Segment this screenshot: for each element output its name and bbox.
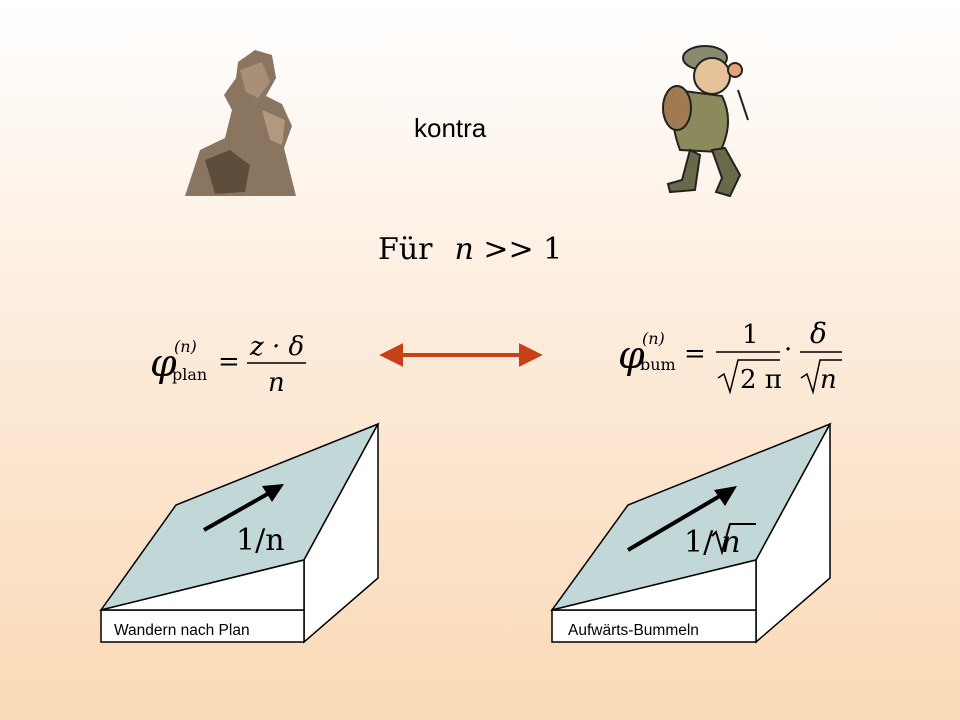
formula-bum-frac2-numerator: δ [810, 317, 827, 350]
formula-plan-symbol: φ [150, 341, 177, 385]
condition-relation: >> 1 [483, 232, 563, 267]
block-plan-slope-arrow [203, 486, 279, 532]
formula-plan-superscript: (n) [174, 337, 197, 356]
block-plan-front-wedge [100, 559, 305, 611]
condition-prefix: Für [378, 232, 433, 267]
hiker-cartoon-image [662, 45, 749, 198]
formula-plan-equals: = [218, 347, 240, 377]
formula-plan-denominator: n [268, 368, 285, 398]
block-bum-slope-arrowhead [714, 486, 737, 506]
formula-bum-frac1-numerator: 1 [742, 320, 759, 350]
formula-plan-numerator: z · δ [249, 332, 304, 362]
block-bum-slope-label: 1/n [684, 525, 741, 560]
block-plan-slope-arrowhead [262, 484, 284, 502]
formula-bum-frac2-denominator: n [820, 365, 837, 395]
formula-bum-subscript: bum [640, 355, 676, 374]
formula-bum-equals: = [684, 339, 706, 369]
block-plan-slope-label: 1/n [236, 523, 285, 558]
formula-bum-superscript: (n) [642, 329, 665, 348]
title-kontra: kontra [414, 113, 487, 143]
formula-bum: φ (n) bum = 1 2 π · δ n [618, 317, 842, 395]
formula-plan-subscript: plan [172, 365, 207, 384]
formula-bum-frac1-denominator: 2 π [740, 365, 782, 395]
thinker-statue-image [185, 50, 296, 196]
block-bum-slope-arrow [626, 488, 732, 552]
formula-bum-dot: · [784, 335, 792, 365]
formula-bum-sqrt1-sign [717, 359, 780, 395]
formula-plan: φ (n) plan = z · δ n [150, 332, 306, 398]
condition-variable: n [454, 232, 474, 267]
block-plan-front-face [100, 609, 305, 643]
block-plan: 1/n Wandern nach Plan [99, 422, 380, 644]
block-bum-caption: Aufwärts-Bummeln [568, 622, 699, 639]
block-bum-front-wedge [551, 559, 757, 611]
block-plan-caption: Wandern nach Plan [114, 622, 250, 639]
block-bum: 1/n Aufwärts-Bummeln [550, 422, 832, 644]
formula-bum-sqrt2-sign [800, 359, 842, 395]
block-bum-sqrt-sign [711, 523, 756, 556]
formula-bum-symbol: φ [618, 333, 645, 377]
